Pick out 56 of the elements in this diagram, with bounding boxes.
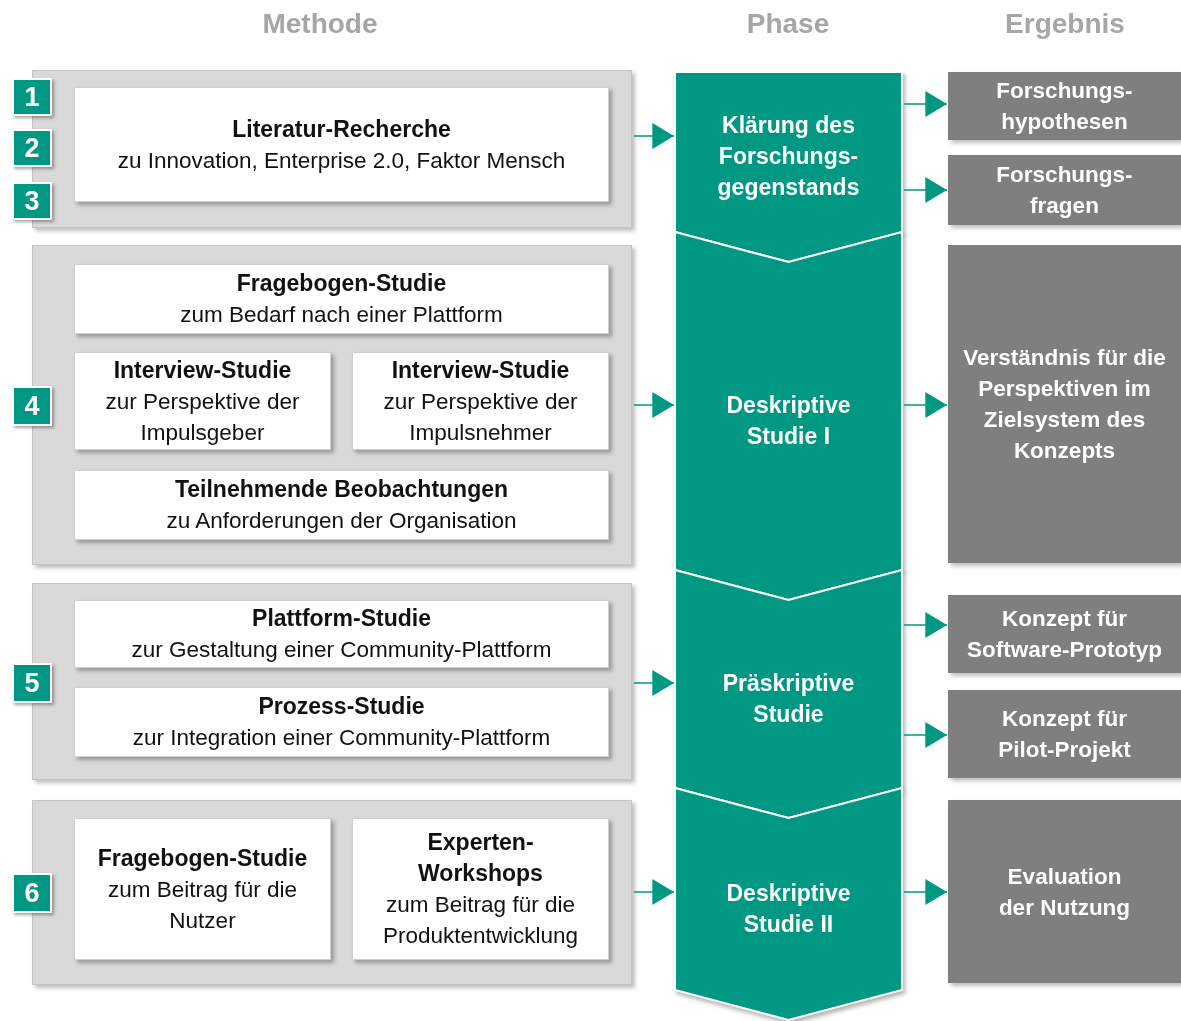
method-box (74, 264, 609, 334)
method-title: Experten- Workshops (417, 828, 544, 888)
arrow (903, 879, 948, 905)
phase-label: Deskriptive Studie II (725, 878, 852, 939)
method-box (74, 87, 609, 202)
result-box: Verständnis für die Perspektiven im Zielsystem des Konzepts (948, 245, 1181, 563)
arrow (633, 879, 675, 905)
arrow (633, 670, 675, 696)
arrow (903, 612, 948, 638)
method-box (74, 352, 331, 450)
arrow (633, 392, 675, 418)
method-title: Interview-Studie (113, 355, 292, 385)
step-number: 4 (12, 386, 52, 426)
step-number: 2 (12, 129, 52, 167)
step-number: 6 (12, 873, 52, 913)
method-description: zum Bedarf nach einer Plattform (180, 301, 503, 329)
method-title: Fragebogen-Studie (236, 269, 447, 298)
column-header: Methode (262, 8, 378, 40)
column-header: Phase (746, 8, 830, 40)
step-number: 5 (12, 663, 52, 703)
method-description: zur Gestaltung einer Community-Plattform (131, 636, 552, 664)
method-title: Teilnehmende Beobachtungen (174, 475, 509, 504)
column-header: Ergebnis (1005, 8, 1125, 40)
result-box: Forschungs- hypothesen (948, 72, 1181, 140)
method-description: zum Beitrag für die Produktentwicklung (382, 891, 579, 950)
method-box (352, 818, 609, 960)
method-box (74, 600, 609, 668)
result-box: Evaluation der Nutzung (948, 800, 1181, 983)
method-title: Fragebogen-Studie (97, 843, 308, 873)
method-box (74, 818, 331, 960)
result-box: Konzept für Software-Prototyp (948, 595, 1181, 673)
phase-label: Deskriptive Studie I (725, 390, 852, 451)
method-title: Plattform-Studie (252, 604, 431, 633)
phase-label: Präskriptive Studie (721, 668, 856, 729)
method-title: Literatur-Recherche (232, 114, 451, 144)
method-description: zur Integration einer Community-Plattform (132, 724, 551, 752)
arrow (903, 722, 948, 748)
method-box (74, 687, 609, 757)
method-description: zum Beitrag für die Nutzer (107, 875, 298, 935)
step-number: 1 (12, 78, 52, 116)
arrow (903, 177, 948, 203)
arrow (903, 392, 948, 418)
step-number: 3 (12, 182, 52, 220)
result-box: Konzept für Pilot-Projekt (948, 690, 1181, 778)
method-description: zu Anforderungen der Organisation (166, 507, 517, 535)
method-description: zur Perspektive der Impulsnehmer (382, 387, 579, 447)
method-box (352, 352, 609, 450)
method-title: Interview-Studie (391, 355, 570, 385)
method-description: zur Perspektive der Impulsgeber (104, 387, 301, 447)
method-description: zu Innovation, Enterprise 2.0, Faktor Mensch (117, 146, 566, 175)
result-box: Forschungs- fragen (948, 155, 1181, 225)
arrow (903, 91, 948, 117)
arrow (633, 123, 675, 149)
method-box (74, 470, 609, 540)
method-title: Prozess-Studie (258, 692, 425, 721)
phase-label: Klärung des Forschungs- gegenstands (716, 111, 861, 202)
